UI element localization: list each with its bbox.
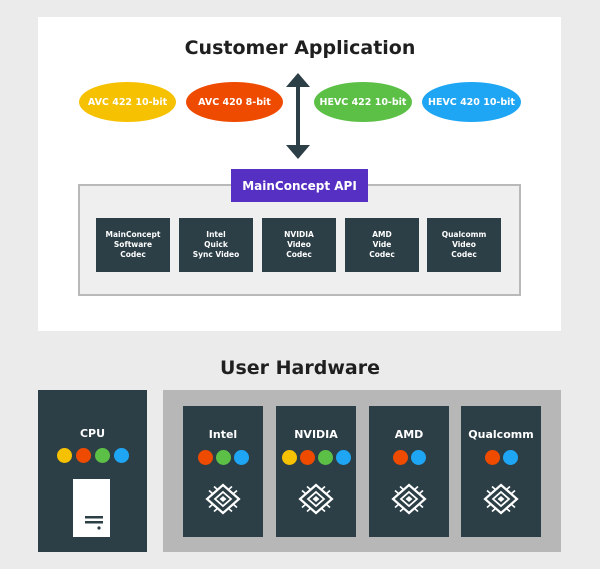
format-pill-label: AVC 420 8-bit xyxy=(198,96,271,108)
format-dot xyxy=(56,448,72,463)
cpu-card: CPU xyxy=(38,390,147,552)
cpu-label: CPU xyxy=(79,427,106,440)
format-dot xyxy=(484,450,500,465)
format-pill-hevc-420: HEVC 420 10-bit xyxy=(422,82,521,122)
format-dot xyxy=(215,450,231,465)
double-arrow-icon xyxy=(286,73,310,159)
format-dot xyxy=(233,450,249,465)
format-dot xyxy=(335,450,351,465)
codec-box-nvidia: NVIDIA Video Codec xyxy=(262,218,336,272)
user-hardware-title: User Hardware xyxy=(220,357,380,379)
format-dot xyxy=(392,450,408,465)
format-pill-avc-420: AVC 420 8-bit xyxy=(186,82,283,122)
vendor-card-nvidia: NVIDIA xyxy=(276,406,356,537)
vendor-label: Intel xyxy=(208,428,238,441)
codec-box-qualcomm: Qualcomm Video Codec xyxy=(427,218,501,272)
format-pill-label: AVC 422 10-bit xyxy=(87,96,168,108)
chip-icon xyxy=(205,483,241,515)
vendor-label: NVIDIA xyxy=(294,428,338,441)
chip-icon xyxy=(298,483,334,515)
format-pill-avc-422: AVC 422 10-bit xyxy=(79,82,176,122)
vendor-format-dots xyxy=(276,450,356,465)
format-pill-label: HEVC 422 10-bit xyxy=(319,96,407,108)
format-dot xyxy=(113,448,129,463)
vendor-card-intel: Intel xyxy=(183,406,263,537)
cpu-format-dots xyxy=(38,448,147,463)
format-dot xyxy=(502,450,518,465)
vendor-label: Qualcomm xyxy=(468,428,534,441)
format-dot xyxy=(75,448,91,463)
codec-box-mainconcept: MainConcept Software Codec xyxy=(96,218,170,272)
format-dot xyxy=(94,448,110,463)
codec-box-amd: AMD Vide Codec xyxy=(345,218,419,272)
vendor-format-dots xyxy=(369,450,449,465)
vendor-card-amd: AMD xyxy=(369,406,449,537)
format-dot xyxy=(281,450,297,465)
format-pill-hevc-422: HEVC 422 10-bit xyxy=(314,82,412,122)
vendor-format-dots xyxy=(183,450,263,465)
format-pill-label: HEVC 420 10-bit xyxy=(428,96,515,108)
customer-application-title: Customer Application xyxy=(184,37,416,59)
vendor-card-qualcomm: Qualcomm xyxy=(461,406,541,537)
vendor-format-dots xyxy=(461,450,541,465)
chip-icon xyxy=(391,483,427,515)
format-dot xyxy=(197,450,213,465)
format-dot xyxy=(410,450,426,465)
chip-icon xyxy=(483,483,519,515)
api-label: MainConcept API xyxy=(231,169,368,202)
codec-box-intel: Intel Quick Sync Video xyxy=(179,218,253,272)
format-dot xyxy=(299,450,315,465)
vendor-label: AMD xyxy=(394,428,424,441)
pc-tower-icon xyxy=(73,479,110,537)
format-dot xyxy=(317,450,333,465)
